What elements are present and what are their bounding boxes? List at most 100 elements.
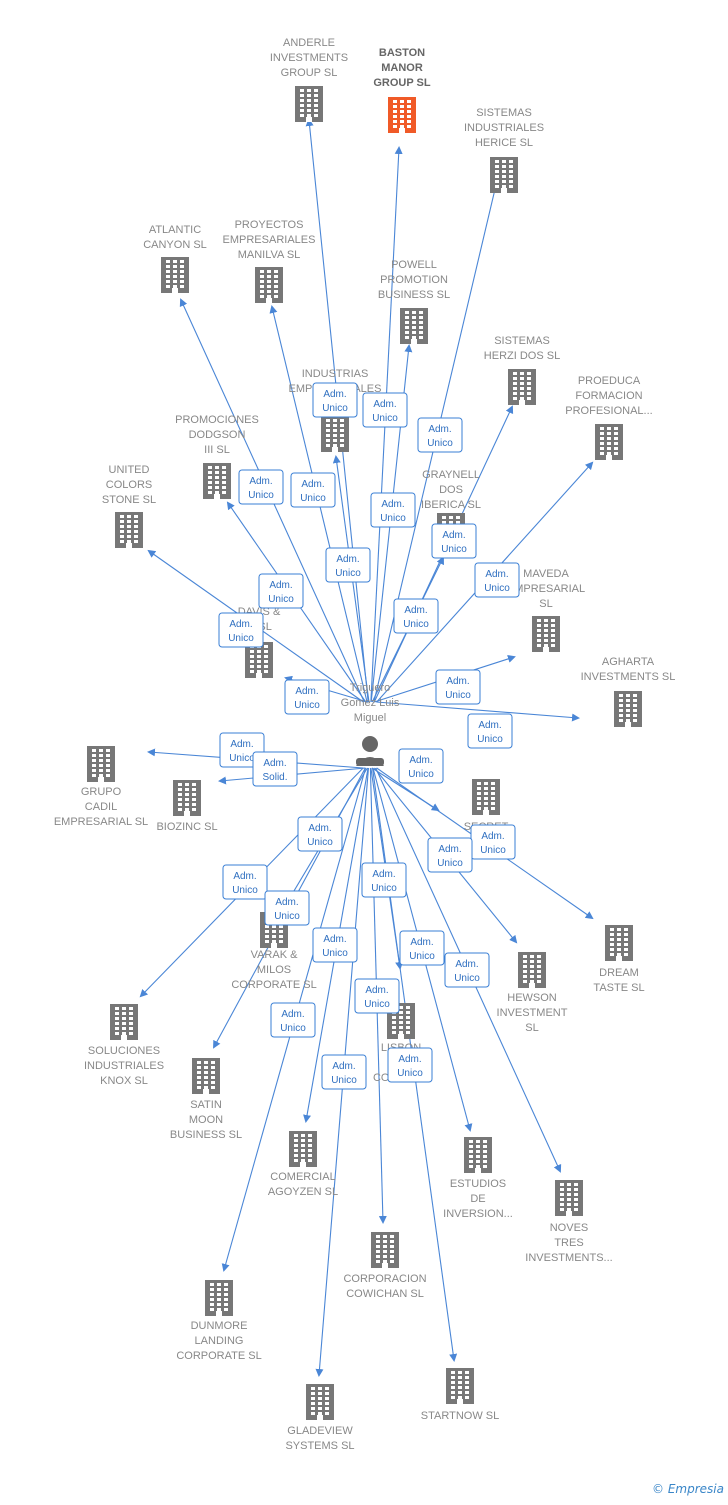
role-box-proeduca[interactable]: Adm.Unico xyxy=(474,562,520,598)
role-box-startnow[interactable]: Adm.Unico xyxy=(387,1047,433,1083)
building-icon-anderle[interactable] xyxy=(295,86,323,122)
role-box-lisbon[interactable]: Adm.Unico xyxy=(361,862,407,898)
role-box-industrias[interactable]: Adm.Unico xyxy=(325,547,371,583)
role-box-estudios[interactable]: Adm.Unico xyxy=(399,930,445,966)
role-text: Adm. xyxy=(301,479,324,490)
building-icon-satin[interactable] xyxy=(192,1058,220,1094)
building-icon-powell[interactable] xyxy=(400,308,428,344)
role-text: Adm. xyxy=(485,569,508,580)
building-icon-gladeview[interactable] xyxy=(306,1384,334,1420)
building-icon-estudios[interactable] xyxy=(464,1137,492,1173)
role-box-cowichan[interactable]: Adm.Unico xyxy=(354,978,400,1014)
role-text: Unico xyxy=(331,1075,357,1086)
person-icon[interactable] xyxy=(356,736,384,766)
role-box-knox[interactable]: Adm.Unico xyxy=(264,890,310,926)
role-box-agharta[interactable]: Adm.Unico xyxy=(467,713,513,749)
role-box-dunmore[interactable]: Adm.Unico xyxy=(270,1002,316,1038)
building-icon-startnow[interactable] xyxy=(446,1368,474,1404)
building-icon-herzi[interactable] xyxy=(508,369,536,405)
role-box-secret[interactable]: Adm.Unico xyxy=(398,748,444,784)
role-text: Adm. xyxy=(249,476,272,487)
building-icon-atlantic[interactable] xyxy=(161,257,189,293)
building-icon-proeduca[interactable] xyxy=(595,424,623,460)
role-box-dream[interactable]: Adm.Unico xyxy=(470,824,516,860)
role-box-satin[interactable]: Adm.Unico xyxy=(297,816,343,852)
building-icon-knox[interactable] xyxy=(110,1004,138,1040)
building-icon-baston[interactable] xyxy=(388,97,416,133)
building-icon-noves[interactable] xyxy=(555,1180,583,1216)
role-box-gladeview[interactable]: Adm.Unico xyxy=(321,1054,367,1090)
building-icon-manilva[interactable] xyxy=(255,267,283,303)
role-box-herzi[interactable]: Adm.Unico xyxy=(431,523,477,559)
building-icon-cowichan[interactable] xyxy=(371,1232,399,1268)
role-box-biozinc[interactable]: Adm.Solid. xyxy=(252,751,298,787)
building-icon-agharta[interactable] xyxy=(614,691,642,727)
building-icon-secret[interactable] xyxy=(472,779,500,815)
role-box-varak[interactable]: Adm.Unico xyxy=(222,864,268,900)
copyright-notice: © Empresia xyxy=(652,1482,724,1496)
role-box-maveda[interactable]: Adm.Unico xyxy=(435,669,481,705)
role-text: Adm. xyxy=(323,389,346,400)
role-box-atlantic[interactable]: Adm.Unico xyxy=(238,469,284,505)
role-box-anderle[interactable]: Adm.Unico xyxy=(312,382,358,418)
role-text: Adm. xyxy=(478,720,501,731)
building-icon-industrias[interactable] xyxy=(321,416,349,452)
company-name-biozinc[interactable]: BIOZINC SL xyxy=(156,821,217,833)
role-box-davis[interactable]: Adm.Unico xyxy=(284,679,330,715)
building-icon-dream[interactable] xyxy=(605,925,633,961)
building-icon-davis[interactable] xyxy=(245,642,273,678)
building-icon-cadil[interactable] xyxy=(87,746,115,782)
building-icon-maveda[interactable] xyxy=(532,616,560,652)
role-text: Unico xyxy=(307,837,333,848)
building-icon-dunmore[interactable] xyxy=(205,1280,233,1316)
role-box-manilva[interactable]: Adm. Unico xyxy=(290,472,336,508)
role-box-herice[interactable]: Adm.Unico xyxy=(417,417,463,453)
brand-logo[interactable]: Empresia xyxy=(667,1482,724,1496)
role-text: Adm. xyxy=(428,424,451,435)
role-text: Unico xyxy=(300,493,326,504)
company-name-startnow[interactable]: STARTNOW SL xyxy=(421,1410,499,1422)
building-icon-dodgson[interactable] xyxy=(203,463,231,499)
role-box-hewson[interactable]: Adm.Unico xyxy=(427,837,473,873)
role-box-dodgson[interactable]: Adm.Unico xyxy=(258,573,304,609)
building-icon-united[interactable] xyxy=(115,512,143,548)
building-icon-herice[interactable] xyxy=(490,157,518,193)
building-icon-agoyzen[interactable] xyxy=(289,1131,317,1167)
role-box-graynell[interactable]: Adm.Unico xyxy=(393,598,439,634)
role-text: Unico xyxy=(335,568,361,579)
role-box-noves[interactable]: Adm.Unico xyxy=(444,952,490,988)
building-icon-biozinc[interactable] xyxy=(173,780,201,816)
role-box-agoyzen[interactable]: Adm.Unico xyxy=(312,927,358,963)
role-box-united[interactable]: Adm.Unico xyxy=(218,612,264,648)
role-box-baston[interactable]: Adm.Unico xyxy=(362,392,408,428)
role-box-powell[interactable]: Adm.Unico xyxy=(370,492,416,528)
building-icon-hewson[interactable] xyxy=(518,952,546,988)
